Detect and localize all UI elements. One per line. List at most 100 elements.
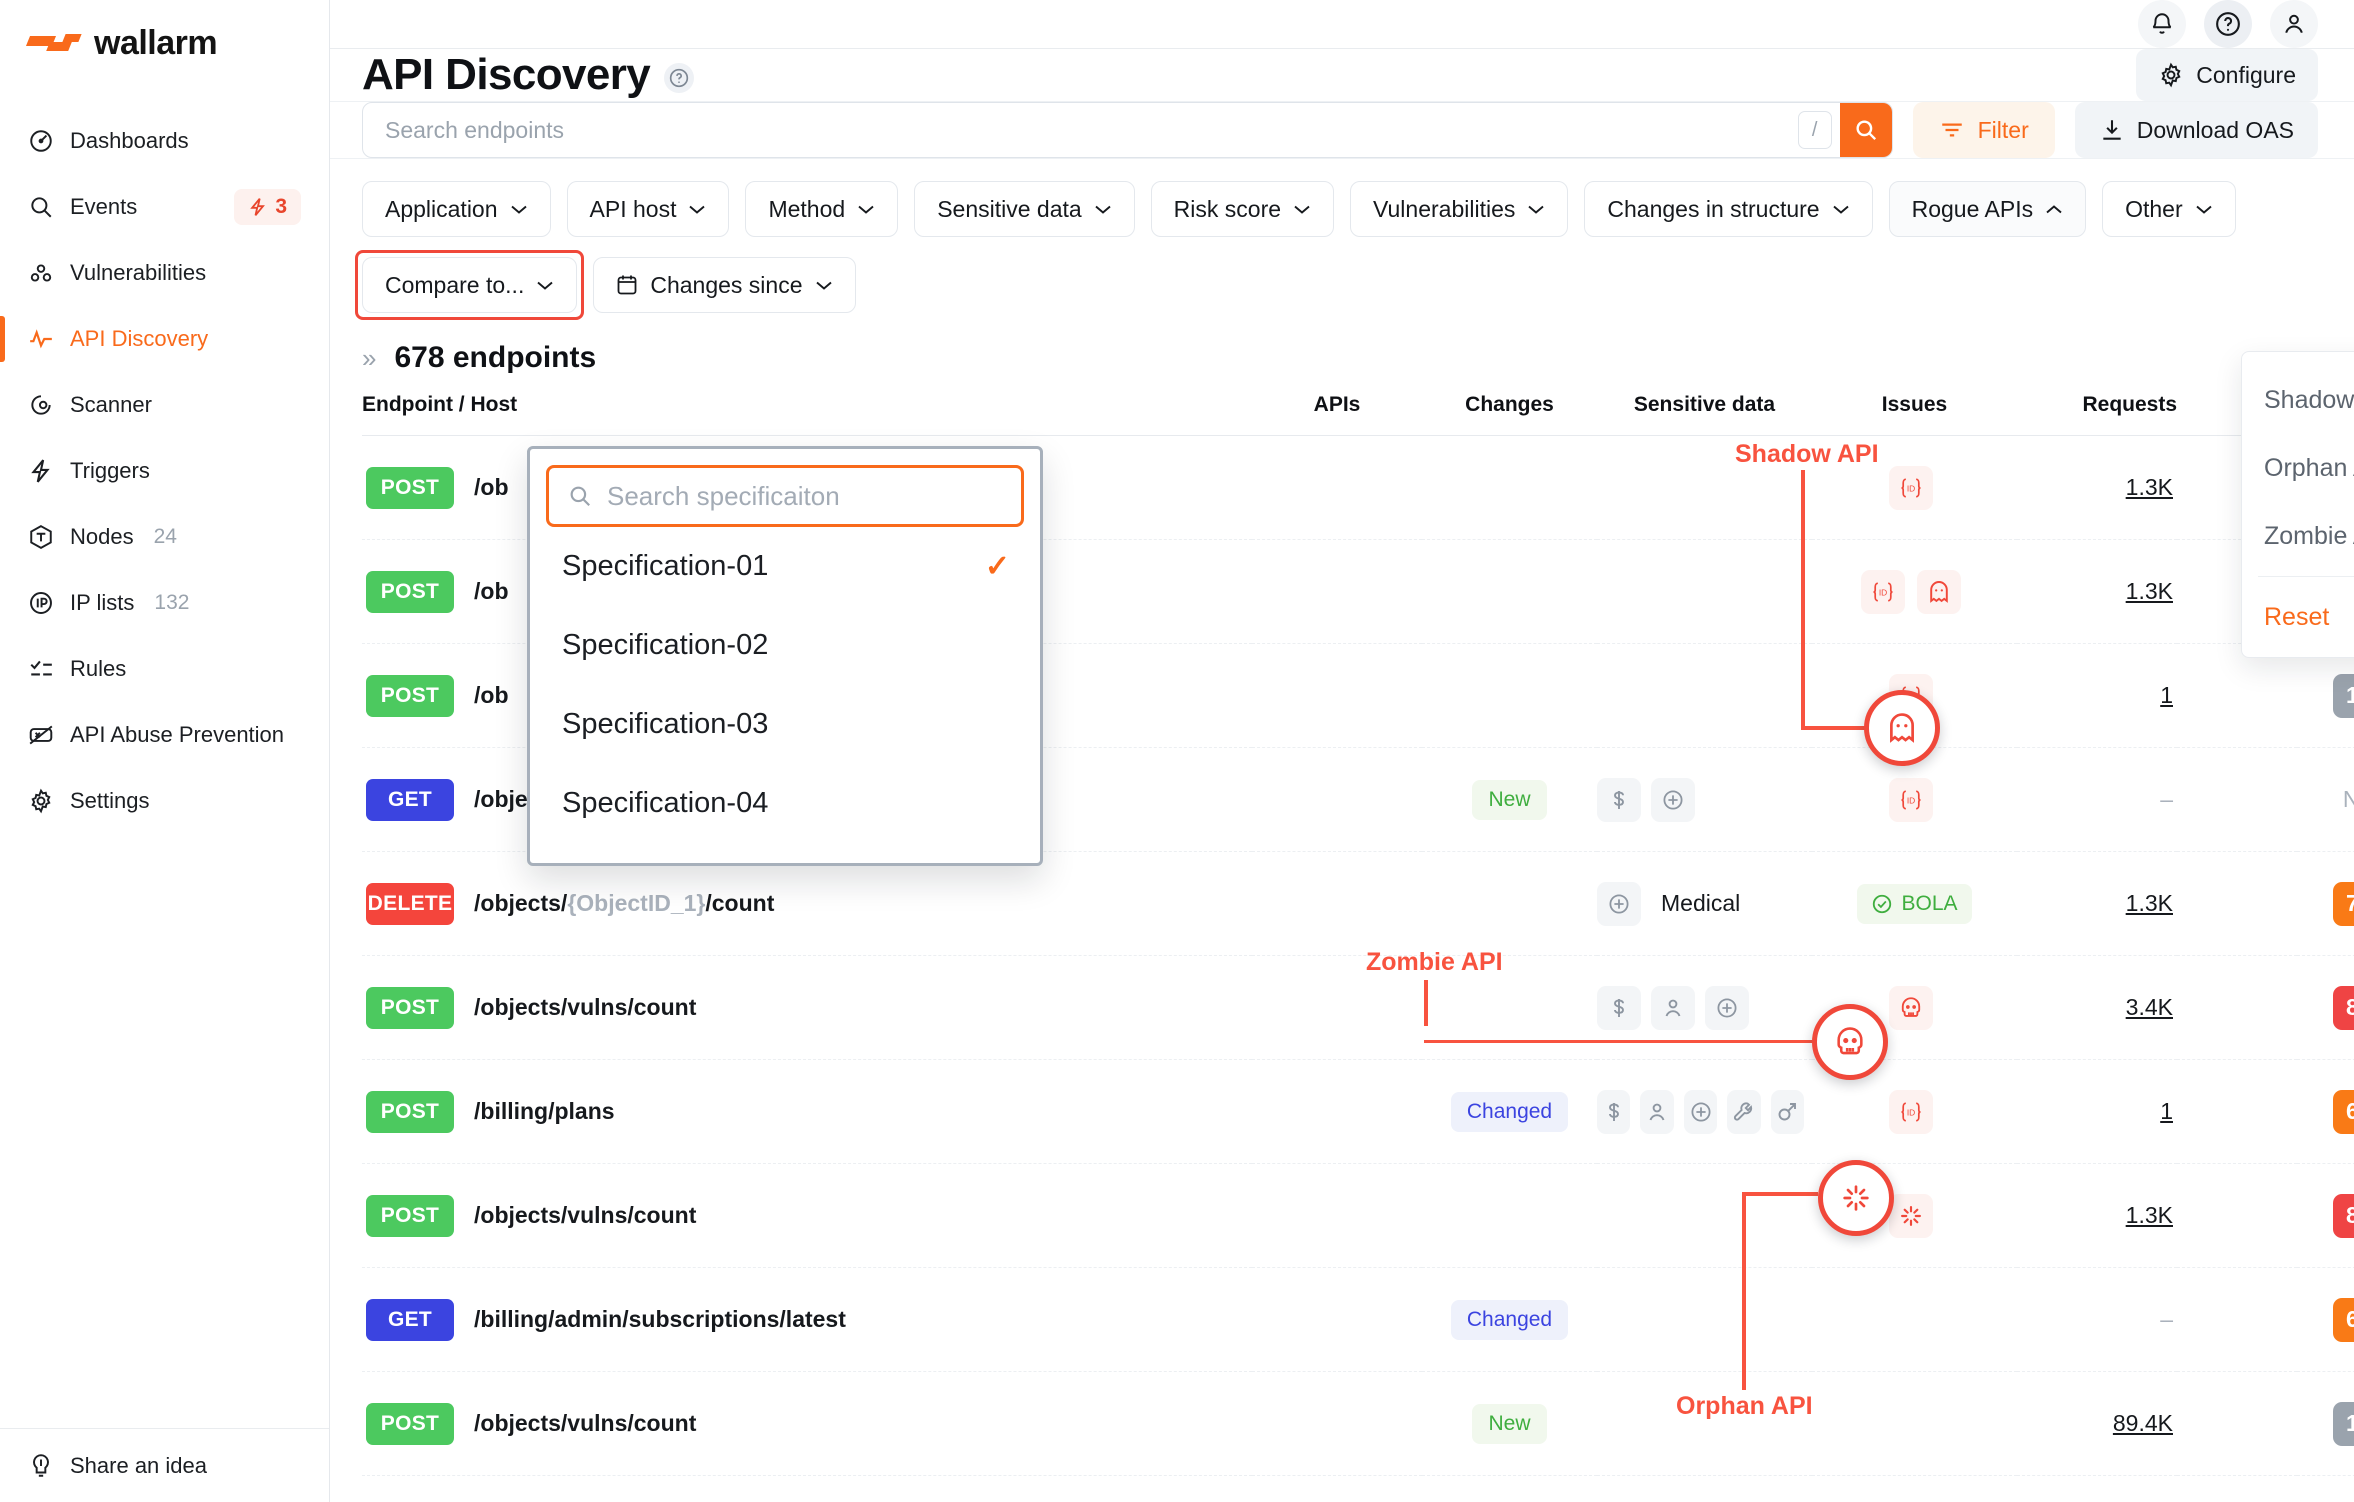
sidebar-item-vulnerabilities[interactable]: Vulnerabilities [0, 240, 329, 306]
specification-search-field[interactable] [546, 465, 1024, 527]
requests-value[interactable]: 1.3K [2125, 474, 2173, 500]
user-account-button[interactable] [2270, 0, 2318, 48]
sidebar-item-settings[interactable]: Settings [0, 768, 329, 834]
orphan-icon[interactable] [1888, 1193, 1933, 1238]
filter-chip-vulnerabilities[interactable]: Vulnerabilities [1350, 181, 1569, 237]
id-icon[interactable]: ID [1888, 777, 1933, 822]
search-endpoints-field[interactable]: / [362, 102, 1893, 158]
dollar-icon[interactable] [1597, 777, 1641, 822]
specification-option-01[interactable]: Specification-01 ✓ [546, 527, 1024, 606]
table-row[interactable]: GET/billing/admin/subscriptions/latest1.… [362, 1476, 2354, 1502]
requests-value[interactable]: 1.3K [2125, 578, 2173, 604]
events-count-badge[interactable]: 3 [234, 189, 301, 225]
rogue-menu-item-orphan-apis[interactable]: Orphan APIs [2264, 453, 2354, 482]
filter-chips-row: Application API host Method Sensitive da… [330, 159, 2354, 237]
search-input[interactable] [385, 116, 1798, 144]
person-icon[interactable] [1640, 1089, 1674, 1134]
requests-value[interactable]: 89.4K [2112, 1410, 2173, 1436]
sidebar-item-api-discovery[interactable]: API Discovery [0, 306, 329, 372]
brand-logo[interactable]: wallarm [0, 0, 329, 86]
filter-chip-application[interactable]: Application [362, 181, 551, 237]
configure-label: Configure [2196, 61, 2296, 88]
sensitive-data-cell [1597, 956, 1812, 1060]
person-icon[interactable] [1651, 985, 1695, 1030]
sidebar-item-scanner[interactable]: Scanner [0, 372, 329, 438]
help-button[interactable] [2204, 0, 2252, 48]
filter-chip-changes-since[interactable]: Changes since [593, 257, 856, 313]
endpoint-cell[interactable]: GET/billing/admin/subscriptions/latest [362, 1268, 1252, 1372]
bola-badge[interactable]: BOLA [1857, 883, 1972, 924]
method-badge: POST [366, 466, 454, 509]
sidebar-item-api-abuse-prevention[interactable]: API Abuse Prevention [0, 702, 329, 768]
sensitive-data-cell [1597, 1164, 1812, 1268]
sidebar-item-rules[interactable]: Rules [0, 636, 329, 702]
rogue-menu-item-zombie-apis[interactable]: Zombie APIs [2264, 521, 2354, 550]
endpoint-cell[interactable]: POST/objects/vulns/count [362, 1164, 1252, 1268]
chevron-double-right-icon[interactable]: » [362, 342, 377, 373]
sidebar-item-events[interactable]: Events 3 [0, 174, 329, 240]
sidebar-item-triggers[interactable]: Triggers [0, 438, 329, 504]
filter-chip-changes-in-structure[interactable]: Changes in structure [1584, 181, 1873, 237]
id-icon[interactable]: ID [1888, 1089, 1933, 1134]
medical-icon[interactable] [1705, 985, 1749, 1030]
download-oas-button[interactable]: Download OAS [2074, 102, 2318, 158]
specification-option-02[interactable]: Specification-02 [546, 606, 1024, 685]
filter-chip-method[interactable]: Method [745, 181, 899, 237]
specification-option-label: Specification-02 [562, 629, 769, 661]
sidebar-item-label: Events [70, 194, 138, 219]
share-an-idea-button[interactable]: Share an idea [0, 1428, 329, 1502]
endpoint-cell[interactable]: DELETE/objects/{ObjectID_1}/count [362, 852, 1252, 956]
requests-value[interactable]: 3.4K [2125, 994, 2173, 1020]
rogue-menu-item-shadow-apis[interactable]: Shadow APIs [2264, 385, 2354, 414]
endpoint-cell[interactable]: POST/ob [362, 644, 1252, 748]
medical-icon[interactable] [1597, 881, 1641, 926]
medical-icon[interactable] [1651, 777, 1695, 822]
endpoint-cell[interactable]: POST/objects/vulns/count [362, 956, 1252, 1060]
filter-chip-risk-score[interactable]: Risk score [1150, 181, 1335, 237]
filter-chip-rogue-apis[interactable]: Rogue APIs [1888, 181, 2087, 237]
sidebar-item-dashboards[interactable]: Dashboards [0, 108, 329, 174]
page-title-help-icon[interactable] [664, 63, 695, 93]
endpoint-cell[interactable]: POST/ob [362, 436, 1252, 540]
notifications-bell-button[interactable] [2138, 0, 2186, 48]
dollar-icon[interactable] [1597, 1089, 1631, 1134]
wrench-icon[interactable] [1727, 1089, 1761, 1134]
endpoint-cell[interactable]: POST/billing/plans [362, 1060, 1252, 1164]
filter-button[interactable]: Filter [1912, 102, 2055, 158]
endpoint-cell[interactable]: POST/objects/vulns/count [362, 1372, 1252, 1476]
id-icon[interactable]: ID [1860, 569, 1905, 614]
requests-value[interactable]: 1 [2160, 1098, 2173, 1124]
filter-chip-sensitive-data[interactable]: Sensitive data [914, 181, 1135, 237]
filter-chip-compare-to[interactable]: Compare to... [355, 250, 585, 320]
filter-chip-api-host[interactable]: API host [566, 181, 730, 237]
gender-icon[interactable] [1770, 1089, 1805, 1134]
requests-value: – [2160, 786, 2173, 812]
requests-value[interactable]: 1.3K [2125, 890, 2173, 916]
skull-icon[interactable] [1888, 985, 1933, 1030]
specification-option-04[interactable]: Specification-04 [546, 764, 1024, 843]
endpoint-cell[interactable]: GET/billing/admin/subscriptions/latest [362, 1476, 1252, 1502]
ghost-icon[interactable] [1916, 569, 1961, 614]
id-icon[interactable]: ID [1888, 465, 1933, 510]
configure-button[interactable]: Configure [2136, 49, 2318, 101]
sidebar-item-ip-lists[interactable]: IP lists 132 [0, 570, 329, 636]
rogue-menu-reset[interactable]: Reset [2264, 602, 2330, 631]
medical-icon[interactable] [1683, 1089, 1718, 1134]
specification-search-input[interactable] [607, 480, 1003, 512]
search-submit-button[interactable] [1839, 103, 1892, 157]
filter-chip-other[interactable]: Other [2102, 181, 2236, 237]
svg-text:ID: ID [1878, 587, 1886, 597]
requests-value[interactable]: 1.3K [2125, 1202, 2173, 1228]
dollar-icon[interactable] [1597, 985, 1641, 1030]
sidebar-item-nodes[interactable]: Nodes 24 [0, 504, 329, 570]
endpoint-cell[interactable]: POST/ob [362, 540, 1252, 644]
requests-value[interactable]: 1 [2160, 682, 2173, 708]
specification-option-03[interactable]: Specification-03 [546, 685, 1024, 764]
